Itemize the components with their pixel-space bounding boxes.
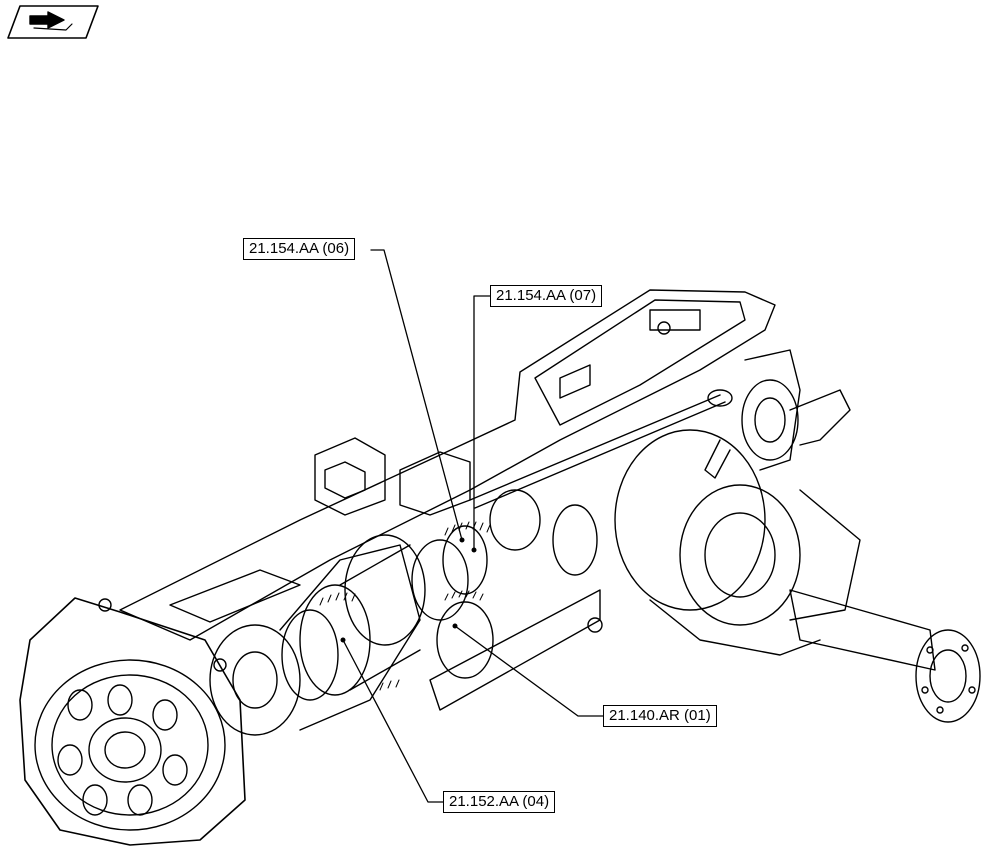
gearbox-body xyxy=(209,489,603,736)
leader-lines xyxy=(342,249,604,803)
leader-dots xyxy=(340,537,477,643)
callout-21-140-ar-01[interactable]: 21.140.AR (01) xyxy=(603,705,717,727)
rear-differential xyxy=(614,349,861,656)
leader-21-140-ar-01 xyxy=(454,625,604,717)
leader-21-154-aa-06 xyxy=(370,249,463,541)
rear-axle xyxy=(789,589,981,723)
view-direction-icon xyxy=(7,5,99,39)
front-flange xyxy=(19,597,246,846)
callout-21-152-aa-04[interactable]: 21.152.AA (04) xyxy=(443,791,556,813)
output-shaft xyxy=(469,389,733,509)
leader-21-152-aa-04 xyxy=(342,639,444,803)
callout-21-154-aa-07[interactable]: 21.154.AA (07) xyxy=(490,285,603,307)
upper-housing xyxy=(119,289,776,641)
leader-21-154-aa-07 xyxy=(473,295,491,551)
callout-21-154-aa-06[interactable]: 21.154.AA (06) xyxy=(243,238,356,260)
